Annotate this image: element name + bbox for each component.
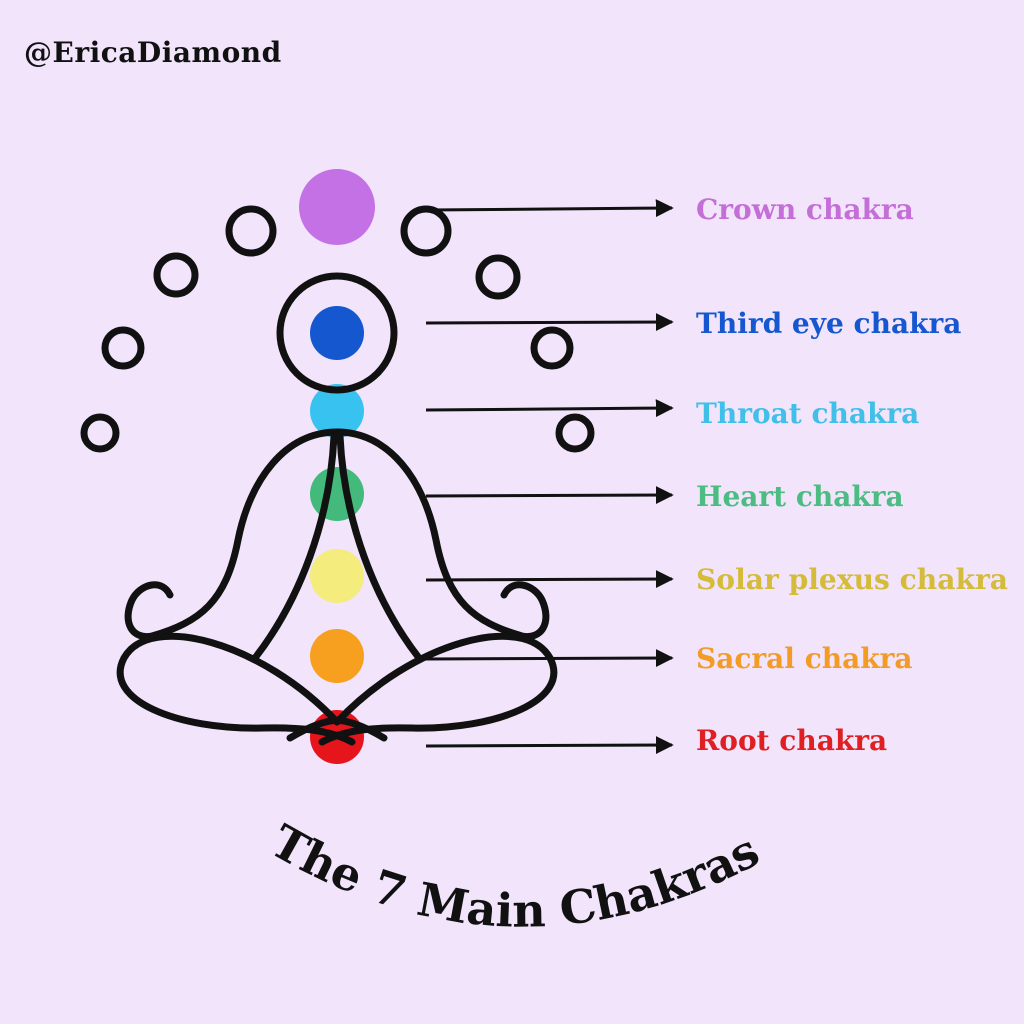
- diagram-title-text: The 7 Main Chakras: [262, 814, 767, 938]
- chakra-labels: Crown chakra Third eye chakra Throat cha…: [696, 193, 1008, 757]
- figure-left-arm: [124, 428, 341, 641]
- heart-arrow: [425, 486, 674, 505]
- meditating-figure: [116, 272, 558, 746]
- throat-arrow: [425, 399, 674, 418]
- halo-ring: [555, 413, 595, 453]
- halo-ring: [80, 413, 120, 453]
- figure-left-leg: [116, 632, 356, 746]
- heart-chakra-dot: [310, 467, 364, 521]
- heart-chakra-label: Heart chakra: [696, 480, 904, 513]
- sacral-chakra-label: Sacral chakra: [696, 642, 913, 675]
- halo-ring: [475, 254, 521, 300]
- solar-plexus-chakra-dot: [310, 549, 364, 603]
- third-eye-arrow: [425, 313, 674, 332]
- author-handle: @EricaDiamond: [24, 36, 282, 69]
- halo-ring: [225, 205, 277, 257]
- figure-right-leg: [318, 632, 558, 746]
- halo-ring: [400, 205, 452, 257]
- throat-chakra-dot: [310, 384, 364, 438]
- third-eye-chakra-dot: [310, 306, 364, 360]
- root-arrow: [425, 736, 674, 755]
- halo-ring: [153, 252, 199, 298]
- figure-right-foot: [330, 716, 388, 742]
- figure-right-arm: [333, 428, 550, 641]
- sacral-chakra-dot: [310, 629, 364, 683]
- figure-right-torso: [336, 432, 423, 662]
- halo-rings: [80, 205, 595, 453]
- halo-ring: [530, 326, 574, 370]
- crown-chakra-dot: [299, 169, 375, 245]
- figure-head: [276, 272, 398, 394]
- label-arrows: [425, 199, 674, 755]
- solar-plexus-chakra-label: Solar plexus chakra: [696, 563, 1008, 596]
- chakra-dots: [299, 169, 375, 764]
- third-eye-chakra-label: Third eye chakra: [696, 307, 961, 340]
- root-chakra-label: Root chakra: [696, 724, 887, 757]
- solar-plexus-arrow: [425, 570, 674, 589]
- sacral-arrow: [425, 649, 674, 668]
- crown-arrow: [427, 199, 674, 218]
- halo-ring: [101, 326, 145, 370]
- figure-left-torso: [251, 432, 338, 662]
- diagram-title: The 7 Main Chakras: [262, 814, 767, 938]
- crown-chakra-label: Crown chakra: [696, 193, 914, 226]
- throat-chakra-label: Throat chakra: [696, 397, 919, 430]
